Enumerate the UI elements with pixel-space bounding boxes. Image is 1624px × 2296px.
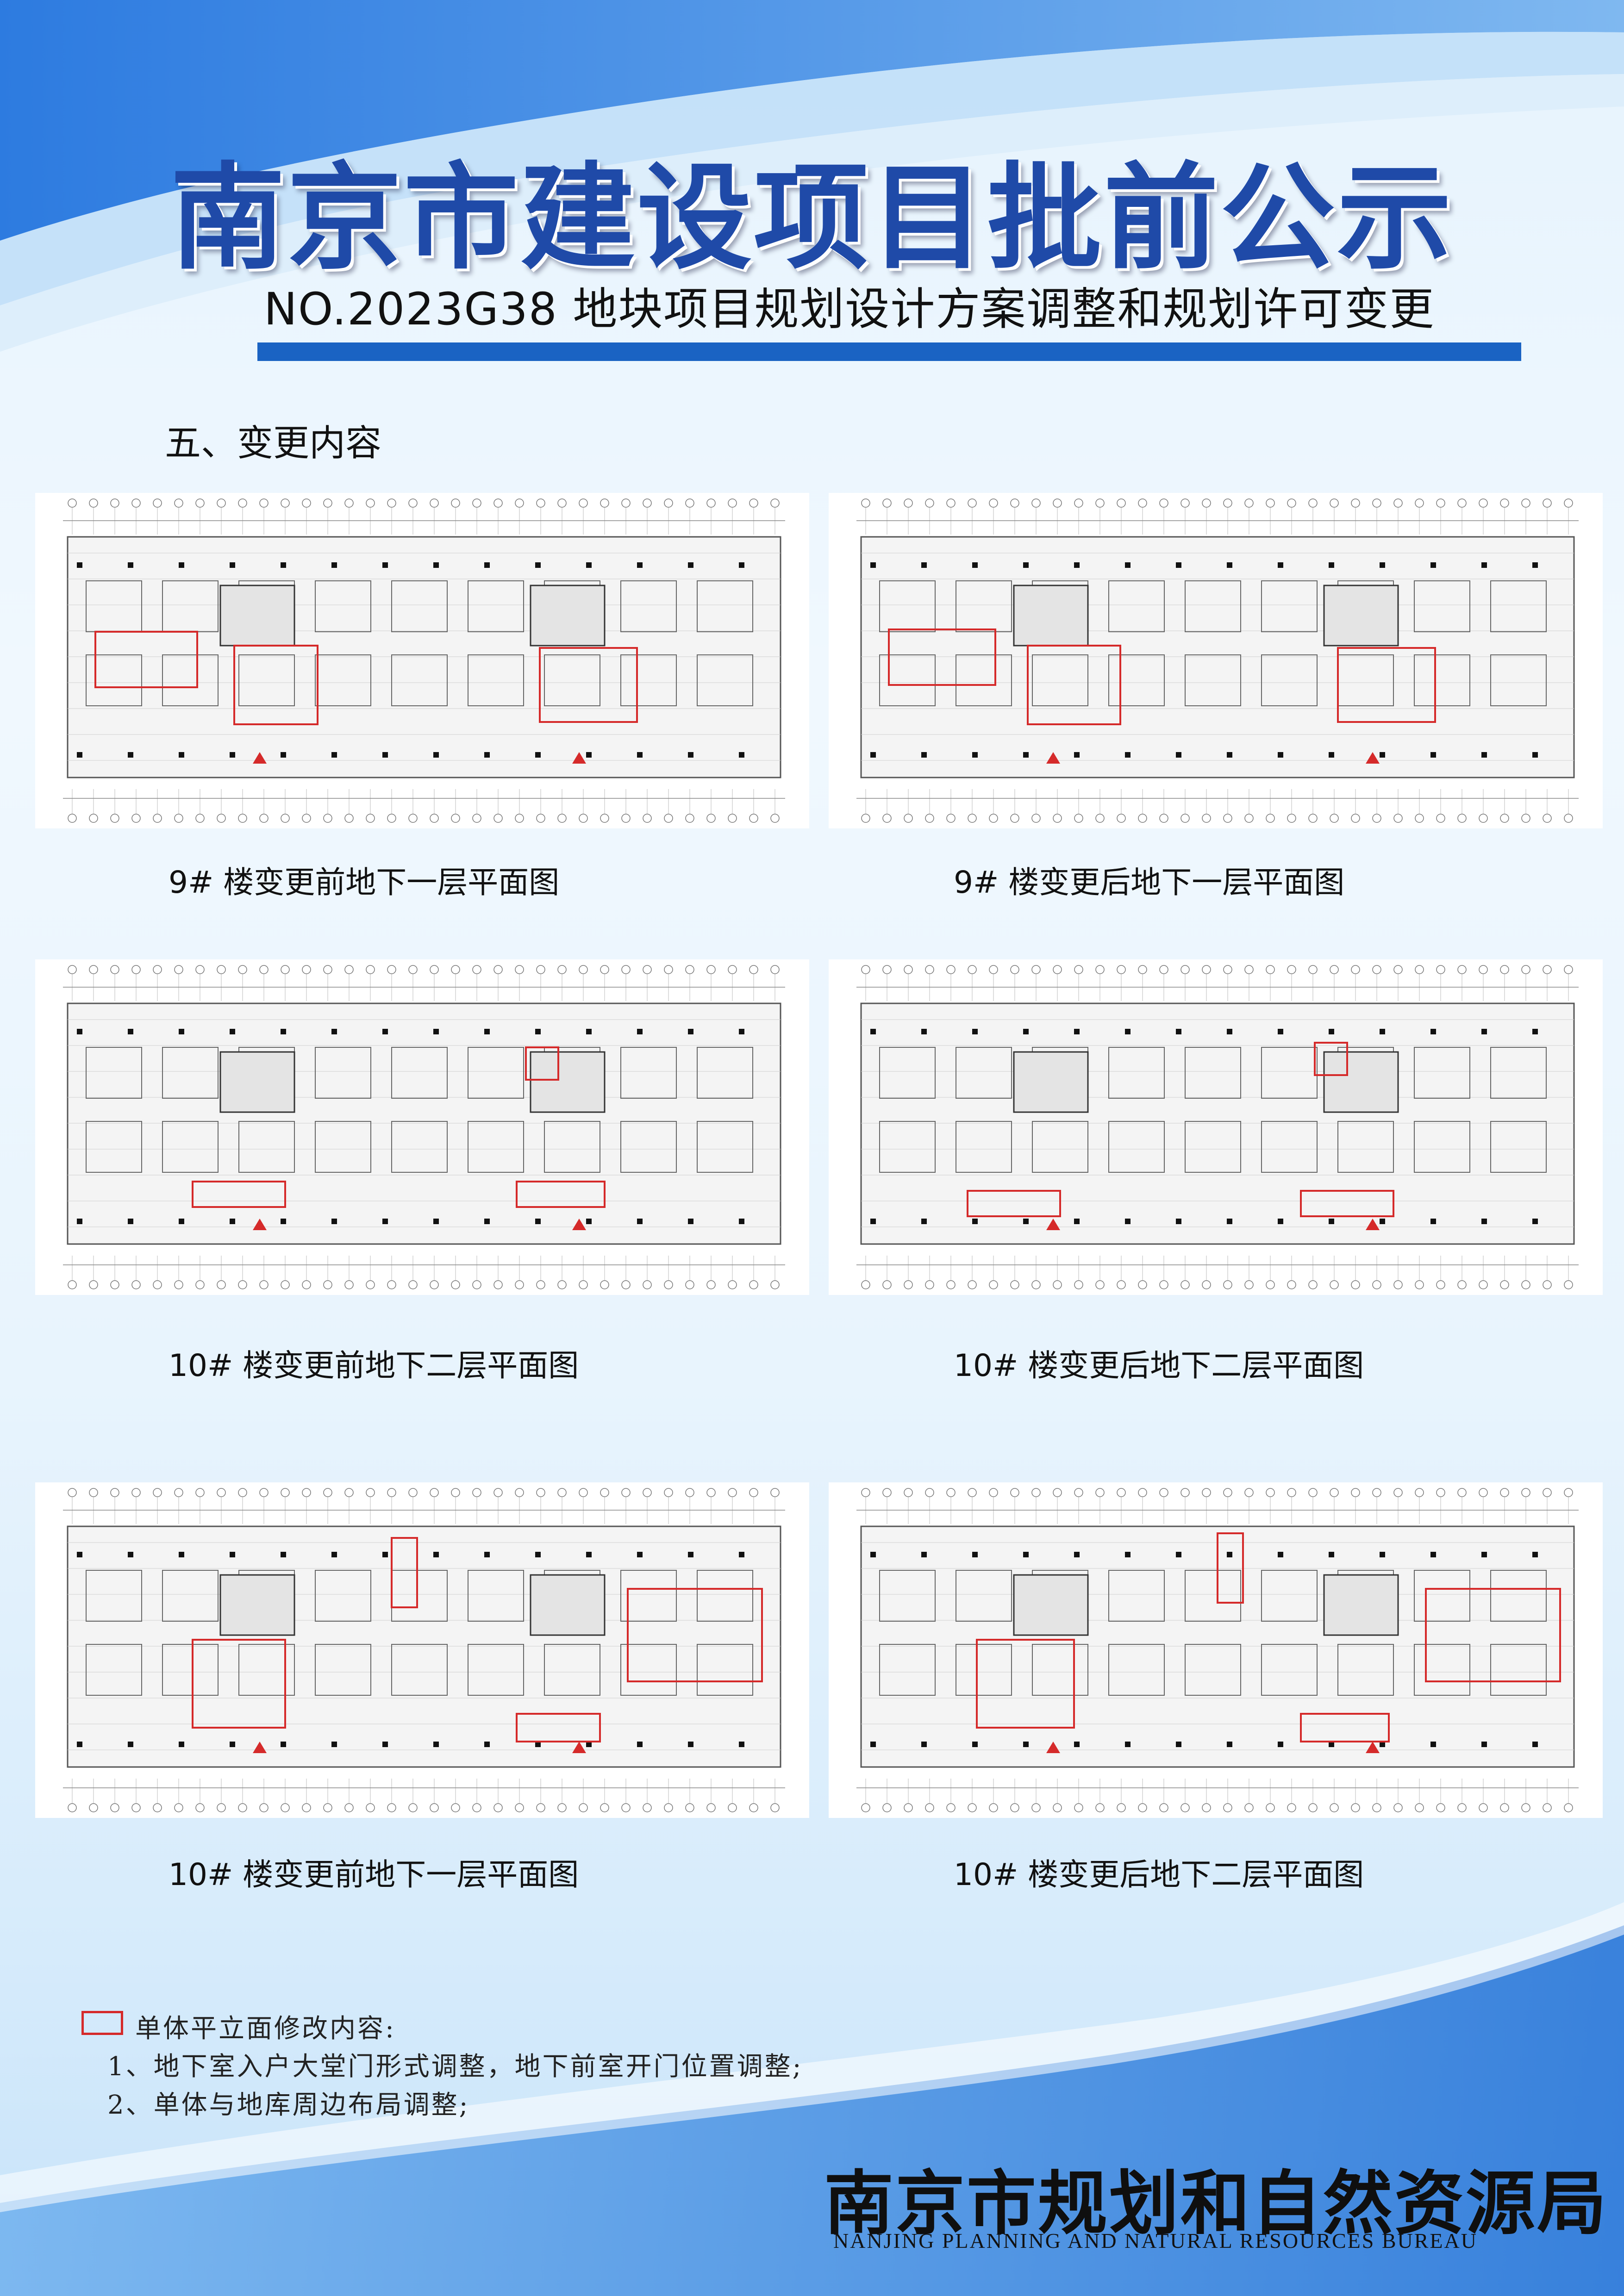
legend-title: 单体平立面修改内容: <box>135 2014 396 2044</box>
legend-item: 1、地下室入户大堂门形式调整，地下前室开门位置调整; <box>107 2052 803 2082</box>
section-heading: 五、变更内容 <box>165 423 382 464</box>
plan-caption: 10# 楼变更后地下二层平面图 <box>954 1348 1364 1383</box>
legend-item: 2、单体与地库周边布局调整; <box>107 2090 470 2120</box>
plan-caption: 10# 楼变更后地下二层平面图 <box>954 1857 1364 1892</box>
plan-caption: 10# 楼变更前地下二层平面图 <box>169 1348 579 1383</box>
bureau-name-cn: 南京市规划和自然资源局 <box>824 2163 1609 2244</box>
page-subtitle: NO.2023G38 地块项目规划设计方案调整和规划许可变更 <box>264 283 1435 335</box>
subtitle-underline <box>257 342 1521 361</box>
floor-plan-drawing <box>35 1482 809 1818</box>
legend-red-box <box>81 2011 123 2035</box>
floor-plan-drawing <box>35 493 809 828</box>
plan-caption: 10# 楼变更前地下一层平面图 <box>169 1857 579 1892</box>
floor-plan-drawing <box>35 959 809 1295</box>
floor-plan-drawing <box>829 959 1603 1295</box>
bureau-name-en: NANJING PLANNING AND NATURAL RESOURCES B… <box>833 2229 1478 2252</box>
floor-plan-drawing <box>829 1482 1603 1818</box>
floor-plan-drawing <box>829 493 1603 828</box>
plan-caption: 9# 楼变更前地下一层平面图 <box>169 865 560 900</box>
plan-caption: 9# 楼变更后地下一层平面图 <box>954 865 1345 900</box>
page-title: 南京市建设项目批前公示 <box>170 150 1454 285</box>
